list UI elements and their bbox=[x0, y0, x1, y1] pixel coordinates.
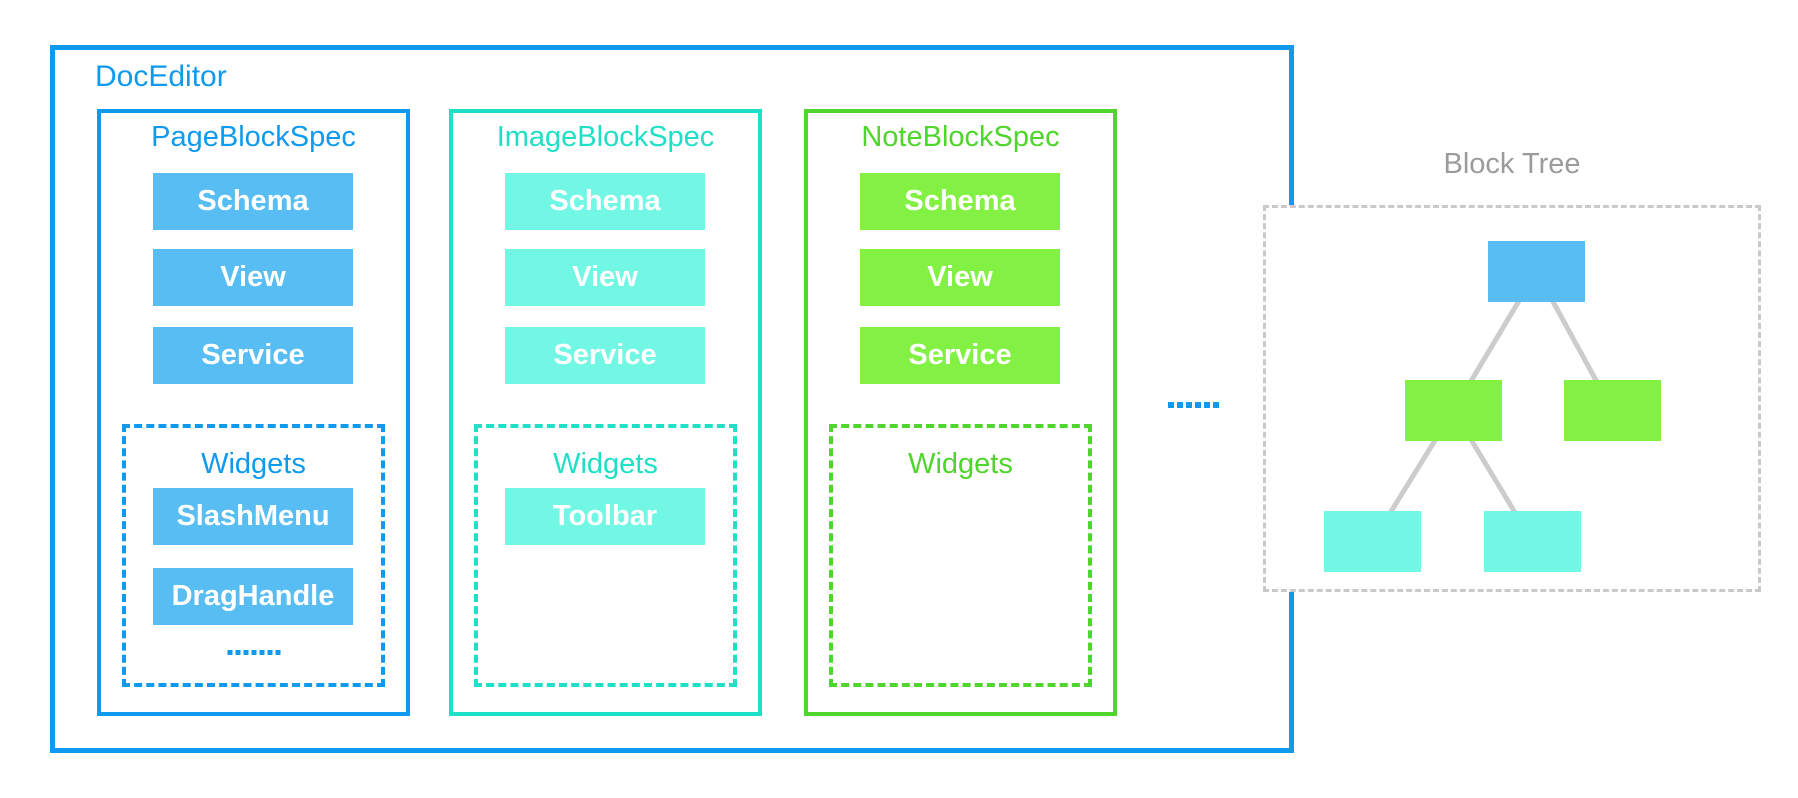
pageblockspec-container: PageBlockSpec Schema View Service Widget… bbox=[97, 109, 410, 716]
toolbar-block: Toolbar bbox=[505, 488, 705, 545]
imageblockspec-widgets-box: Widgets Toolbar bbox=[474, 424, 737, 687]
tree-node-root bbox=[1488, 241, 1585, 302]
imageblockspec-service-block: Service bbox=[505, 327, 705, 384]
tree-node-leaf-right bbox=[1484, 511, 1581, 572]
imageblockspec-schema-block: Schema bbox=[505, 173, 705, 230]
tree-node-leaf-left bbox=[1324, 511, 1421, 572]
doceditor-label: DocEditor bbox=[95, 60, 227, 93]
slashmenu-block: SlashMenu bbox=[153, 488, 353, 545]
noteblockspec-title: NoteBlockSpec bbox=[861, 121, 1060, 153]
pageblockspec-title: PageBlockSpec bbox=[151, 121, 356, 153]
noteblockspec-view-block: View bbox=[860, 249, 1060, 306]
more-specs-ellipsis-icon bbox=[1168, 402, 1219, 408]
widgets-title: Widgets bbox=[553, 448, 658, 480]
imageblockspec-container: ImageBlockSpec Schema View Service Widge… bbox=[449, 109, 762, 716]
pageblockspec-service-block: Service bbox=[153, 327, 353, 384]
ellipsis-dots-icon bbox=[227, 650, 280, 655]
noteblockspec-container: NoteBlockSpec Schema View Service Widget… bbox=[804, 109, 1117, 716]
imageblockspec-view-block: View bbox=[505, 249, 705, 306]
noteblockspec-service-block: Service bbox=[860, 327, 1060, 384]
tree-node-branch-right bbox=[1564, 380, 1661, 441]
pageblockspec-widgets-box: Widgets SlashMenu DragHandle bbox=[122, 424, 385, 687]
pageblockspec-view-block: View bbox=[153, 249, 353, 306]
noteblockspec-widgets-box: Widgets bbox=[829, 424, 1092, 687]
noteblockspec-schema-block: Schema bbox=[860, 173, 1060, 230]
widgets-title: Widgets bbox=[908, 448, 1013, 480]
draghandle-block: DragHandle bbox=[153, 568, 353, 625]
widgets-title: Widgets bbox=[201, 448, 306, 480]
block-tree-title: Block Tree bbox=[1443, 148, 1581, 180]
tree-node-branch-left bbox=[1405, 380, 1502, 441]
block-tree-box bbox=[1263, 205, 1761, 592]
imageblockspec-title: ImageBlockSpec bbox=[496, 121, 715, 153]
pageblockspec-schema-block: Schema bbox=[153, 173, 353, 230]
